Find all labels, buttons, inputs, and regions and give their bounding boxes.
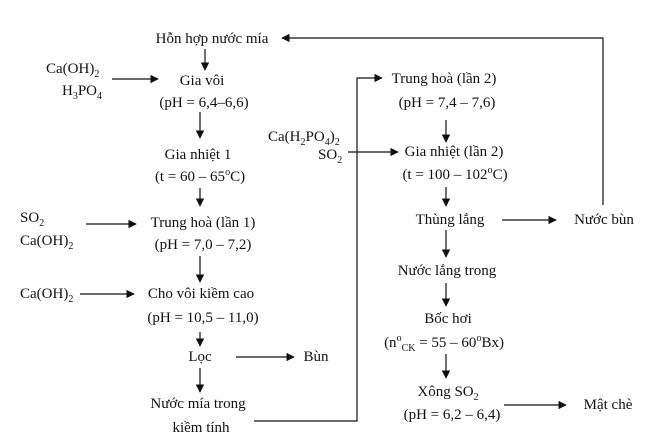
input-h3po4-liming: H3PO4 <box>62 83 103 102</box>
step-liming-name: Gia vôi <box>179 73 225 89</box>
step-neutral1-name: Trung hoà (lần 1) <box>150 215 256 231</box>
output-mud-water: Nước bùn <box>574 212 634 228</box>
step-juice-mix: Hỗn hợp nước mía <box>155 31 269 47</box>
step-highlime-cond: (pH = 10,5 – 11,0) <box>147 310 259 326</box>
step-sulfitation-name: Xông SO2 <box>417 384 479 403</box>
output-mud: Bùn <box>303 349 329 365</box>
step-liming-cond: (pH = 6,4–6,6) <box>159 95 249 111</box>
step-settler: Thùng lắng <box>415 212 485 228</box>
step-filter: Lọc <box>188 349 212 365</box>
input-so2-heating2: SO2 <box>318 147 343 166</box>
step-heating1-name: Gia nhiệt 1 <box>164 147 232 163</box>
step-clear-juice: Nước lắng trong <box>397 263 497 279</box>
step-neutral1-cond: (pH = 7,0 – 7,2) <box>154 237 252 253</box>
step-heating2-name: Gia nhiệt (lần 2) <box>404 144 504 160</box>
step-alkjuice-line1: Nước mía trong <box>150 396 246 412</box>
input-so2-neutral1: SO2 <box>20 210 45 229</box>
step-neutral2-cond: (pH = 7,4 – 7,6) <box>398 95 496 111</box>
step-evaporation-cond: (noCK = 55 – 60oBx) <box>384 333 504 354</box>
input-caoh2-highlime: Ca(OH)2 <box>20 286 74 305</box>
arrow-alkjuice-to-neutral2 <box>254 73 383 422</box>
step-alkjuice-line2: kiềm tính <box>172 420 230 436</box>
step-heating2-cond: (t = 100 – 102oC) <box>402 165 508 184</box>
step-sulfitation-cond: (pH = 6,2 – 6,4) <box>403 407 501 423</box>
step-heating1-cond: (t = 60 – 65oC) <box>154 167 246 186</box>
output-syrup: Mật chè <box>583 397 633 413</box>
input-caoh2-neutral1: Ca(OH)2 <box>20 233 74 252</box>
arrow-mud-recycle <box>281 33 604 205</box>
input-caoh2-liming: Ca(OH)2 <box>46 61 100 80</box>
step-evaporation-name: Bốc hơi <box>424 311 472 327</box>
step-highlime-name: Cho vôi kiềm cao <box>147 286 255 302</box>
input-cah2po4-heating2: Ca(H2PO4)2 <box>268 129 340 148</box>
step-neutral2-name: Trung hoà (lần 2) <box>391 71 497 87</box>
